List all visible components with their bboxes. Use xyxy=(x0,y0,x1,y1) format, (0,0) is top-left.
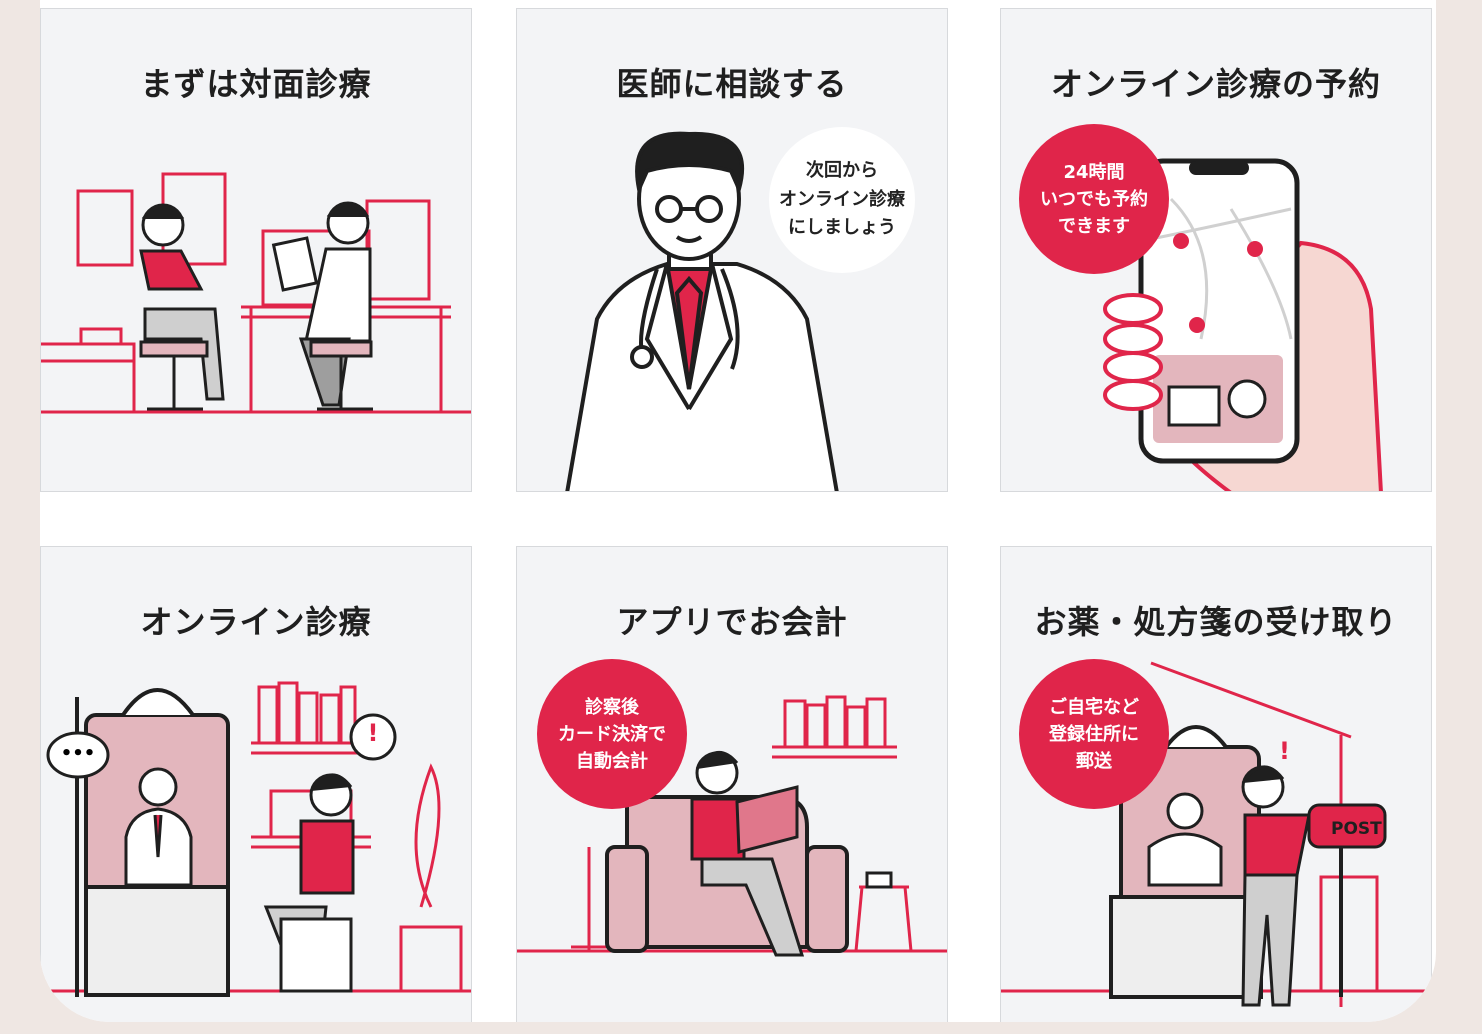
in-person-consultation-illustration xyxy=(41,172,471,414)
badge-line: ご自宅など xyxy=(1049,696,1139,718)
alert-icon: ! xyxy=(1279,737,1290,765)
reservation-badge: 24時間 いつでも予約 できます xyxy=(1019,124,1169,274)
card-title: まずは対面診療 xyxy=(140,65,372,103)
step-card-app-payment: アプリでお会計 xyxy=(516,546,948,1022)
doctor-illustration xyxy=(565,131,839,491)
delivery-badge: ご自宅など 登録住所に 郵送 xyxy=(1019,659,1169,809)
steps-panel: まずは対面診療 xyxy=(40,0,1436,1022)
step-card-online-consultation: オンライン診療 xyxy=(40,546,472,1022)
card-title: オンライン診療 xyxy=(140,603,372,641)
online-consultation-illustration xyxy=(41,681,471,997)
card-title: オンライン診療の予約 xyxy=(1050,65,1381,103)
bubble-line: 次回から xyxy=(806,159,878,181)
badge-line: 郵送 xyxy=(1076,750,1112,772)
payment-badge: 診察後 カード決済で 自動会計 xyxy=(537,659,687,809)
step-card-medicine-delivery: お薬・処方箋の受け取り POST ! ご自宅など xyxy=(1000,546,1432,1022)
medicine-delivery-illustration xyxy=(1001,661,1431,1007)
badge-line: 自動会計 xyxy=(576,750,648,772)
badge-line: できます xyxy=(1058,215,1130,237)
step-card-in-person: まずは対面診療 xyxy=(40,8,472,492)
card-title: お薬・処方箋の受け取り xyxy=(1034,603,1398,641)
bubble-line: オンライン診療 xyxy=(779,188,905,210)
step-card-consult-doctor: 医師に相談する 次回から オンライン診療 にしましょう xyxy=(516,8,948,492)
doctor-speech-bubble: 次回から オンライン診療 にしましょう xyxy=(769,127,915,273)
card-title: アプリでお会計 xyxy=(616,603,848,641)
bubble-line: にしましょう xyxy=(788,217,896,239)
card-title: 医師に相談する xyxy=(616,65,848,103)
badge-line: カード決済で xyxy=(558,723,666,745)
badge-line: 診察後 xyxy=(585,696,639,718)
app-payment-illustration xyxy=(517,695,947,957)
speech-dots-icon: ••• xyxy=(60,743,96,764)
alert-icon: ! xyxy=(367,719,379,747)
badge-line: いつでも予約 xyxy=(1040,188,1148,210)
step-card-online-reservation: オンライン診療の予約 24時間 いつでも予約 できます xyxy=(1000,8,1432,492)
smartphone-reservation-illustration xyxy=(1103,158,1383,491)
mailbox-label: POST xyxy=(1331,819,1382,839)
badge-line: 24時間 xyxy=(1063,161,1125,183)
badge-line: 登録住所に xyxy=(1049,723,1139,745)
